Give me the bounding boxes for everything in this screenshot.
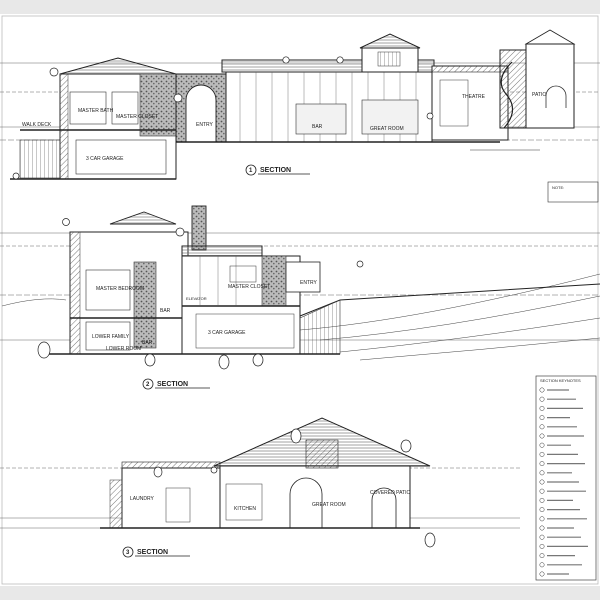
s2-upper-roof [181,245,263,257]
s1-room-walk-deck: WALK DECK [22,122,52,128]
keynotes-title: SECTION KEYNOTES [540,378,581,383]
s2-room-elevator: ELEVATOR [186,296,207,301]
s1-room-theatre: THEATRE [462,94,486,100]
s1-room-great-room: GREAT ROOM [370,126,404,132]
s2-room-garage: 3 CAR GARAGE [208,330,246,336]
keynote-bubble [539,387,545,393]
keynote-bubble [539,525,545,531]
s1-note-title: NOTE: [552,185,564,190]
section-keynotes: SECTION KEYNOTES [535,375,597,581]
s2-room-bar-1: BAR [142,340,153,346]
keynote-bubble [539,497,545,503]
keynote-bubble [539,488,545,494]
keynote-bubble [539,442,545,448]
s1-room-master-bath: MASTER BATH [78,108,114,114]
keynote-bubble [539,516,545,522]
s1-room-garage: 3 CAR GARAGE [86,156,124,162]
s3-main-block [219,465,411,529]
s2-title: SECTION [157,381,188,388]
s3-number: 3 [126,550,130,556]
s3-title-bubble [122,546,134,558]
s1-note-box [547,181,599,203]
s2-room-entry: ENTRY [300,280,318,286]
s1-title-bubble [245,164,257,176]
keynotes-box [535,375,597,581]
s2-title-bubble [142,378,154,390]
keynote-bubble [539,396,545,402]
section-3: LAUNDRY KITCHEN GREAT ROOM COVERED PATIO… [0,417,520,558]
s1-theatre-block [431,65,509,141]
keynote-bubble [539,405,545,411]
keynote-bubble [539,571,545,577]
s1-stair-tower [499,49,527,129]
s2-room-lower-family: LOWER FAMILY [92,334,130,340]
section-1: NOTE: WALK DECK MASTER BATH MASTER CLOSE… [0,29,600,203]
keynote-bubble [539,507,545,513]
keynote-bubble [539,479,545,485]
keynote-bubble [539,534,545,540]
keynote-bubble [539,451,545,457]
s2-room-master-bedroom: MASTER BEDROOM [96,286,144,292]
s3-room-great-room: GREAT ROOM [312,502,346,508]
s1-patio-wall [525,43,575,129]
s3-room-kitchen: KITCHEN [234,506,256,512]
s2-room-lower-room: LOWER ROOM [106,346,141,352]
section-2: MASTER BEDROOM MASTER CLOSET LOWER FAMIL… [0,205,600,390]
s3-left-block [121,467,221,529]
s2-chimney [191,205,207,251]
s1-room-master-closet: MASTER CLOSET [116,114,158,120]
s2-room-master-closet: MASTER CLOSET [228,284,270,290]
s3-room-laundry: LAUNDRY [130,496,154,502]
s2-left-body [69,231,189,355]
s1-room-entry: ENTRY [196,122,214,128]
s3-title: SECTION [137,549,168,556]
s3-room-covered-patio: COVERED PATIO [370,490,410,496]
keynote-bubble [539,562,545,568]
s1-left-stone [139,73,177,137]
keynote-bubble [539,470,545,476]
s1-title: SECTION [260,167,291,174]
s2-room-bar-2: BAR [160,308,171,314]
keynote-bubble [539,553,545,559]
sheet-border [1,15,599,585]
s2-number: 2 [146,382,150,388]
keynote-rows [539,387,588,577]
keynote-bubble [539,461,545,467]
s1-number: 1 [249,168,253,174]
s1-room-bar: BAR [312,124,323,130]
s1-room-patio: PATIO [532,92,546,98]
keynote-bubble [539,415,545,421]
keynote-bubble [539,543,545,549]
keynote-bubble [539,433,545,439]
keynote-bubble [539,424,545,430]
